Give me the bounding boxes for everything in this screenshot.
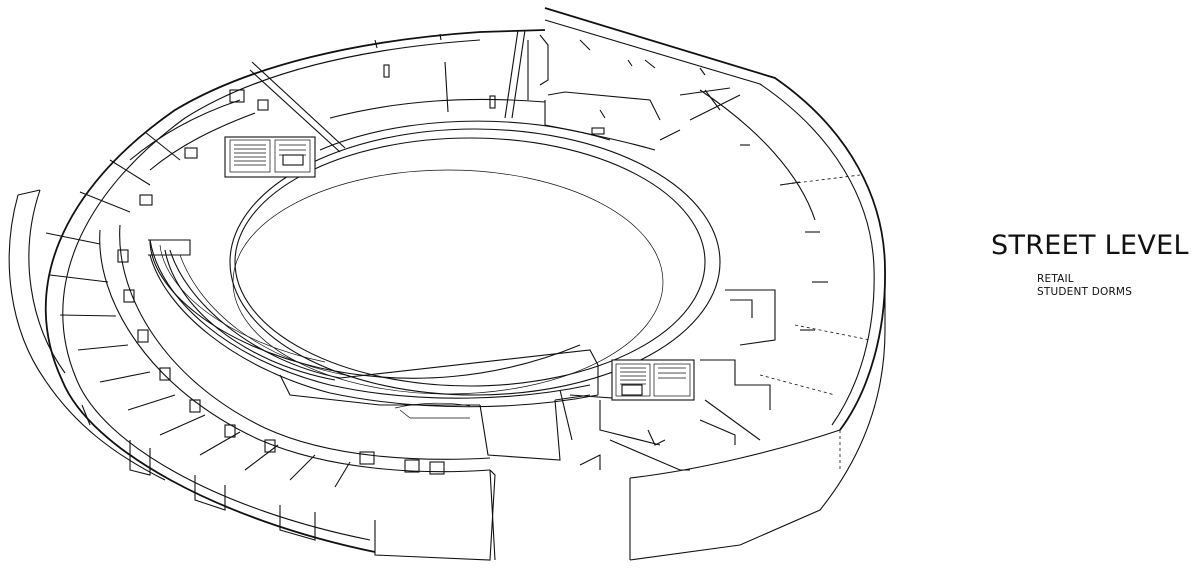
program-list: RETAIL STUDENT DORMS xyxy=(1037,273,1189,298)
outer-ring-outline xyxy=(8,7,886,561)
courtyard xyxy=(229,120,721,396)
plan-caption: STREET LEVEL RETAIL STUDENT DORMS xyxy=(991,230,1189,298)
stair-core-upper xyxy=(224,136,316,178)
foundation-piers xyxy=(81,404,601,561)
level-title: STREET LEVEL xyxy=(991,230,1189,261)
dorm-partitions xyxy=(45,89,491,488)
program-item: RETAIL xyxy=(1037,273,1074,285)
top-segment xyxy=(249,29,741,153)
right-segment xyxy=(559,89,871,471)
stair-core-lower xyxy=(611,359,695,401)
inner-corridor xyxy=(148,239,599,461)
program-item: STUDENT DORMS xyxy=(1037,285,1133,298)
